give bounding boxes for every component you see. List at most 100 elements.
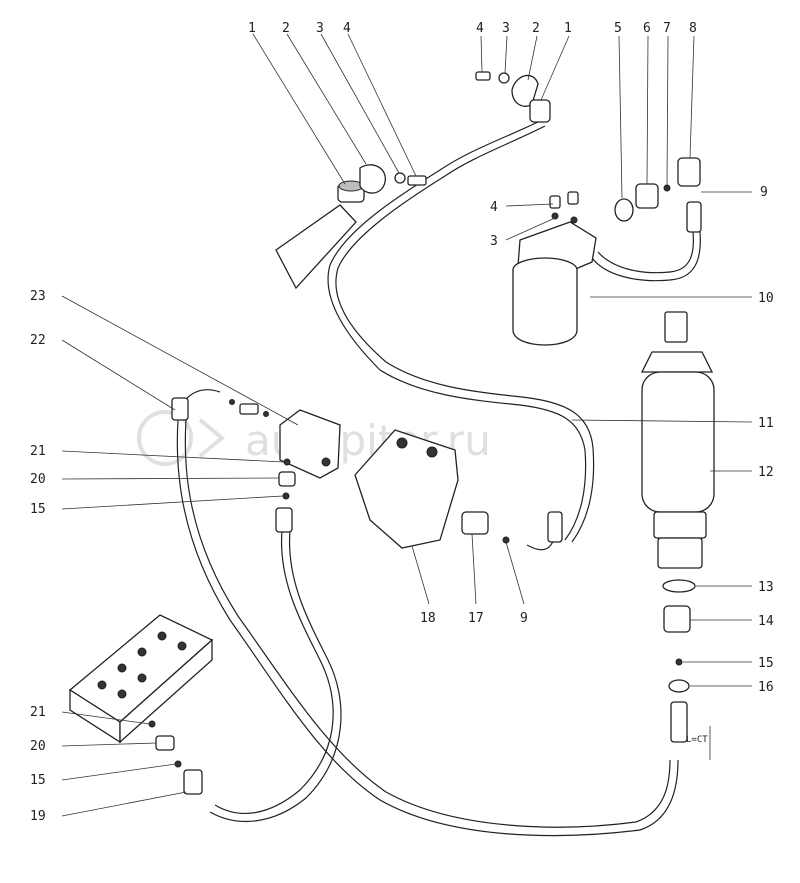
leader-line: [411, 545, 430, 605]
callout-6: 6: [643, 21, 651, 36]
accumulator-neck: [640, 351, 714, 373]
callout-1-top: 1: [564, 21, 572, 36]
valve-block-assembly: [354, 429, 563, 549]
manifold-port-5: [117, 689, 127, 699]
callout-9-bottom: 9: [520, 611, 528, 626]
callout-4-mid: 4: [490, 200, 498, 215]
bushing-top-1: [529, 99, 551, 123]
leader-lines: [61, 33, 753, 817]
accumulator-collar: [653, 511, 707, 539]
washer-mid-3: [551, 212, 559, 220]
top-left-bracket-assembly: [275, 164, 427, 290]
adapter-6: [635, 183, 659, 209]
filter-bowl-body: [512, 270, 578, 346]
leader-line: [505, 203, 554, 207]
leader-line: [666, 35, 669, 186]
clamp-top-2: [511, 74, 539, 107]
manifold-side-face: [119, 638, 213, 744]
leader-line: [505, 541, 525, 605]
callout-8: 8: [689, 21, 697, 36]
manifold-port-6: [137, 673, 147, 683]
callout-20-mid: 20: [30, 472, 46, 487]
leader-line: [61, 295, 299, 426]
hose-end-mid: [275, 507, 293, 533]
leader-line: [504, 35, 508, 74]
manifold-port-7: [177, 641, 187, 651]
adapter-14: [663, 605, 691, 633]
hose-right-short-edge: [591, 231, 701, 282]
mounting-bracket-plate: [275, 204, 357, 290]
callout-12: 12: [758, 465, 774, 480]
callout-15-low: 15: [30, 773, 46, 788]
valve-block-18: [354, 429, 459, 549]
callout-10: 10: [758, 291, 774, 306]
hose-right-short: [597, 231, 695, 274]
callout-2-left: 2: [282, 21, 290, 36]
callout-23: 23: [30, 289, 46, 304]
callout-21-low: 21: [30, 705, 46, 720]
hose-end-9-bottom: [547, 511, 563, 543]
hose-long-bottom: [176, 419, 679, 837]
left-tee-block: [171, 397, 341, 533]
callout-11: 11: [758, 416, 774, 431]
hose-end-9: [686, 201, 702, 233]
callout-5: 5: [614, 21, 622, 36]
callout-2-top: 2: [532, 21, 540, 36]
ring-15-right: [675, 658, 683, 666]
manifold-port-2: [117, 663, 127, 673]
callout-3-mid: 3: [490, 234, 498, 249]
leader-line: [527, 35, 538, 81]
leader-line: [689, 35, 695, 159]
leader-line: [347, 33, 417, 177]
adapter-20-mid: [278, 471, 296, 487]
bolt-mid-4: [549, 195, 561, 209]
callout-15-right: 15: [758, 656, 774, 671]
leader-line: [61, 711, 151, 725]
ring-15-mid: [282, 492, 290, 500]
hose-end-22: [171, 397, 189, 421]
fitting-8: [677, 157, 701, 187]
callout-18: 18: [420, 611, 436, 626]
side-note-label: L=CT: [686, 735, 708, 745]
leader-line: [505, 217, 556, 241]
washer-top-3: [498, 72, 510, 84]
callout-9-right: 9: [760, 185, 768, 200]
leader-line: [61, 450, 285, 463]
callout-4-left: 4: [343, 21, 351, 36]
accumulator-assembly: L=CT: [640, 311, 715, 760]
fitting-17: [461, 511, 489, 535]
nut-16: [668, 679, 690, 693]
manifold-port-4: [157, 631, 167, 641]
hose-long-bottom-edge: [184, 419, 671, 828]
ring-upper: [229, 399, 235, 405]
leader-line: [618, 35, 623, 199]
clamp-part-2: [359, 164, 386, 194]
hose-middle-down-edge: [209, 529, 342, 823]
bolt-mid-4b: [567, 191, 579, 205]
filter-assembly: [512, 157, 702, 346]
fitting-upper: [239, 403, 259, 415]
callout-16: 16: [758, 680, 774, 695]
callout-20-low: 20: [30, 739, 46, 754]
hose-end-right: [670, 701, 688, 743]
leader-line: [480, 35, 483, 73]
washer-13: [662, 579, 696, 593]
manifold-port-3: [137, 647, 147, 657]
leader-line: [61, 763, 177, 781]
leader-line: [471, 533, 477, 605]
washer-mid-3b: [570, 216, 578, 224]
callout-3-left: 3: [316, 21, 324, 36]
watermark-arrow-icon: [198, 418, 226, 458]
top-center-bolt-group: [475, 71, 551, 123]
leader-line: [61, 495, 284, 510]
callout-17: 17: [468, 611, 484, 626]
callout-15-mid: 15: [30, 502, 46, 517]
leader-line: [646, 35, 649, 185]
ring-21-mid: [283, 458, 291, 466]
callout-1-left: 1: [248, 21, 256, 36]
sealing-ring-5: [614, 198, 634, 222]
bottom-left-manifold: [68, 614, 214, 795]
watermark-logo-icon: [137, 410, 193, 466]
adapter-20-low: [155, 735, 175, 751]
